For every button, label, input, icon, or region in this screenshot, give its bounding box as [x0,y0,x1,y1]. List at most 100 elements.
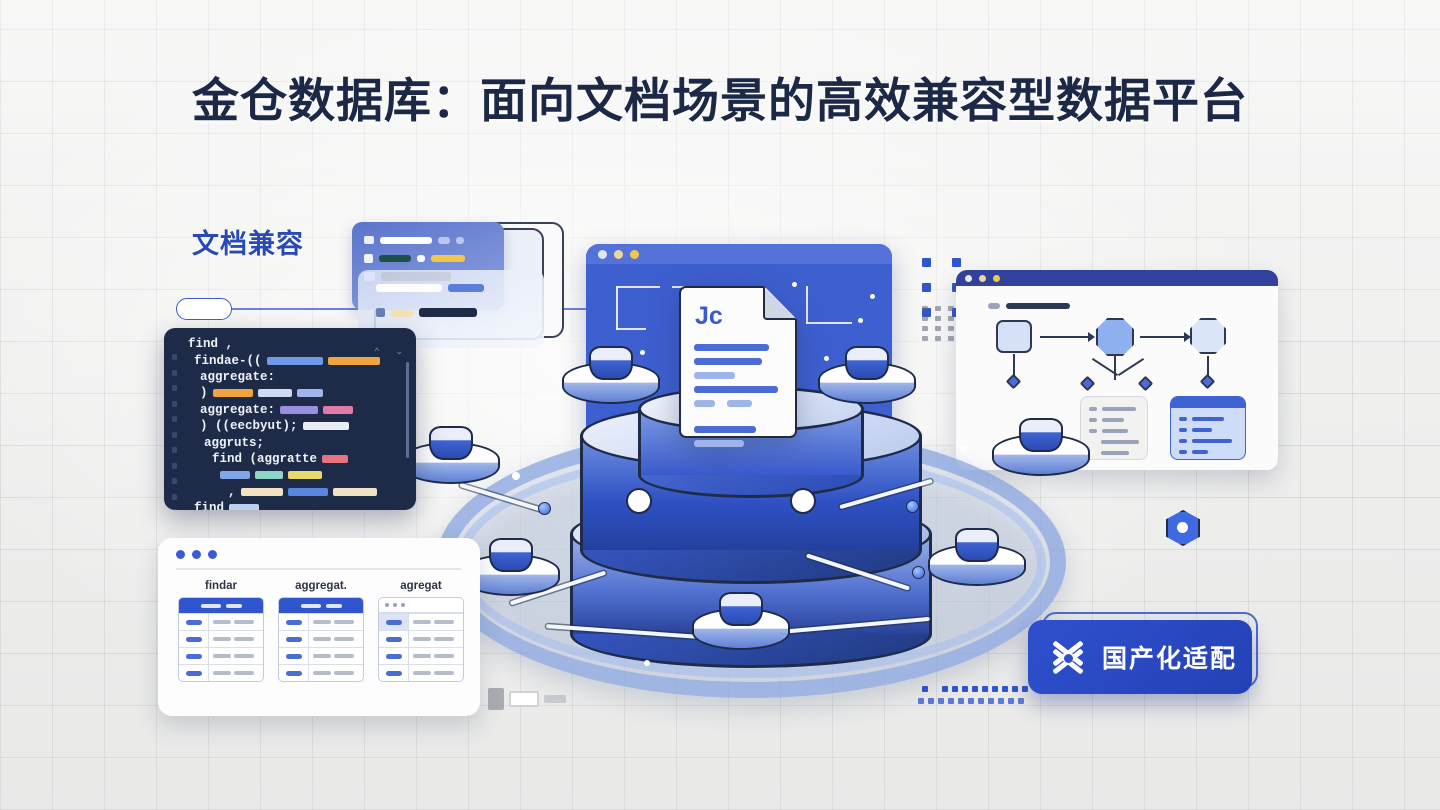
table-cell-key [379,614,409,630]
hub-satellite-node[interactable] [992,418,1090,484]
code-token [327,356,380,365]
editor-caret-icons: ^ ⌄ [374,346,410,356]
json-document-icon[interactable]: Jc [679,286,797,447]
table-row[interactable] [179,630,263,647]
flow-diamond-4 [1199,373,1216,390]
decor-dot [918,698,924,704]
code-line: , [188,484,394,500]
hub-satellite-node[interactable] [818,346,916,412]
flow-card-blue[interactable] [1170,396,1246,460]
table-header [279,598,363,613]
decor-dot [922,308,931,317]
decor-dot [978,698,984,704]
pill-tag [176,298,232,320]
hub-satellite-node[interactable] [562,346,660,412]
decor-dot [922,336,928,341]
decor-dot [922,258,931,267]
decor-dot [922,316,928,321]
code-line: findae-(( [188,352,394,368]
hub-satellite-node[interactable] [692,592,790,658]
flow-header-bars [988,303,1070,309]
flow-node-square[interactable] [996,320,1032,353]
decor-dot-row-2 [918,698,1024,704]
localization-badge[interactable]: 国产化适配 [1028,612,1260,696]
code-keyword: aggregate: [200,402,276,417]
code-keyword: find , [188,337,234,352]
decor-dot [998,698,1004,704]
table-grid[interactable] [378,597,464,682]
code-editor-panel[interactable]: ^ ⌄ find ,findae-((aggregate:)aggregate:… [164,328,416,510]
table-row[interactable] [279,647,363,664]
flow-arrow-down-1 [1013,354,1015,378]
table-row[interactable] [279,630,363,647]
decor-dot [1022,686,1028,692]
code-keyword: , [228,484,236,499]
hub-port-left [626,488,652,514]
decor-dot [962,686,968,692]
code-token [280,405,319,414]
table-cell-key [179,648,209,664]
code-line: find (aggratte [188,451,394,467]
editor-gutter [172,354,186,510]
code-token [296,389,323,398]
table-cell-value [409,665,463,681]
table-row[interactable] [379,613,463,630]
window-traffic-lights [176,550,217,559]
table-row[interactable] [179,664,263,681]
decor-dot [972,686,978,692]
code-line: ) ((eecbyut); [188,418,394,434]
editor-code-lines: find ,findae-((aggregate:)aggregate:) ((… [188,336,394,510]
hub-link-node-1 [538,502,551,515]
flow-arrowhead-1 [1088,332,1095,342]
flow-card-light[interactable] [1080,396,1148,460]
decor-dot [1012,686,1018,692]
decor-dot [1002,686,1008,692]
flow-node-octagon-right[interactable] [1190,318,1226,354]
decor-dot [952,686,958,692]
code-keyword: find (aggratte [212,451,318,466]
table-cell-value [209,648,263,664]
table-header [179,598,263,613]
table-row[interactable] [279,613,363,630]
table-row[interactable] [379,647,463,664]
code-token [240,487,283,496]
flow-node-octagon-main[interactable] [1096,318,1134,356]
badge-chip[interactable]: 国产化适配 [1028,620,1252,694]
table-cell-value [209,665,263,681]
code-token [229,504,260,510]
hub-link-node-4 [912,566,925,579]
code-token [302,422,349,431]
table-row[interactable] [179,647,263,664]
code-token [287,487,328,496]
badge-label: 国产化适配 [1102,645,1238,673]
section-label-document-compat: 文档兼容 [192,229,304,259]
hub-link-node-2 [906,500,919,513]
code-keyword: findae-(( [194,353,262,368]
table-cell-key [379,648,409,664]
editor-scrollbar[interactable] [406,362,409,458]
table-row[interactable] [379,664,463,681]
hub-spark-2 [960,446,967,453]
table-cell-value [309,614,363,630]
decor-gray-chips [488,688,566,710]
table-column: aggregat. [278,580,364,682]
decor-dot-row-1 [922,686,1028,692]
flow-diagram-window[interactable] [956,270,1278,470]
page-title: 金仓数据库：面向文档场景的高效兼容型数据平台 [192,74,1248,127]
hub-satellite-node[interactable] [402,426,500,492]
window-divider [176,568,462,570]
table-grid[interactable] [278,597,364,682]
code-token [323,405,354,414]
flow-arrowhead-2 [1184,332,1191,342]
code-token [332,487,377,496]
code-line: ) [188,385,394,401]
flow-traffic-lights [965,274,1000,282]
table-grid[interactable] [178,597,264,682]
table-row[interactable] [379,630,463,647]
hub-satellite-node[interactable] [928,528,1026,594]
document-type-label: Jc [695,302,723,330]
table-row[interactable] [279,664,363,681]
table-row[interactable] [179,613,263,630]
table-cell-key [379,665,409,681]
